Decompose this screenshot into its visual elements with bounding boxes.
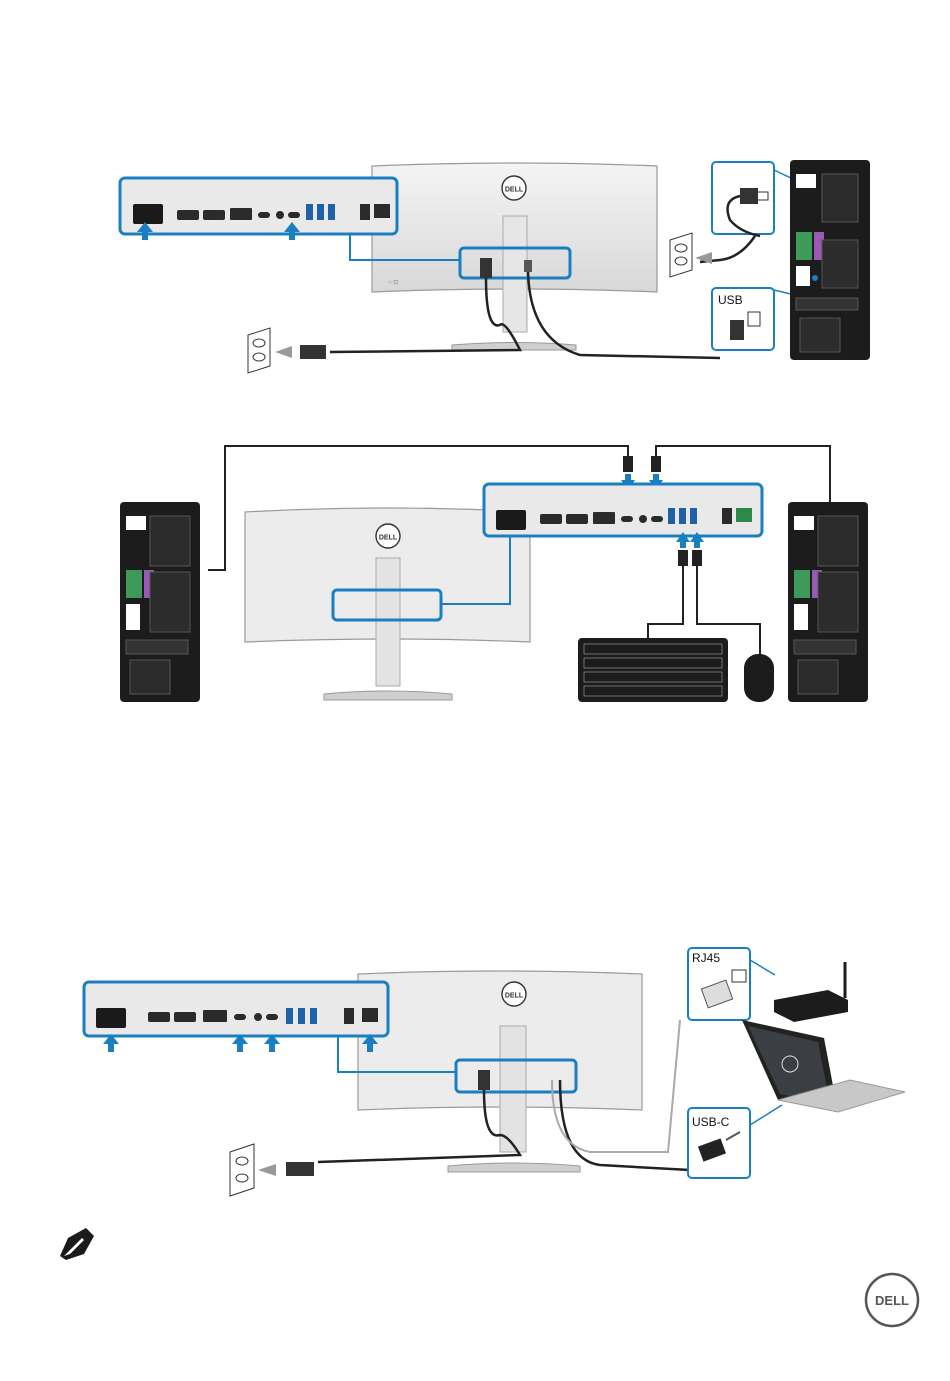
usb-c-rj45-diagram: DELL RJ45 <box>0 930 950 1210</box>
rj45-callout-label: RJ45 <box>692 951 720 965</box>
pc-usb-callout: USB <box>712 288 795 350</box>
pc-tower <box>790 160 870 360</box>
rj45-callout: RJ45 <box>688 948 775 1020</box>
power-plug-icon <box>478 1070 490 1090</box>
wall-outlet-icon <box>230 1144 254 1196</box>
usbc-callout: USB-C <box>688 1105 782 1178</box>
svg-text:DELL: DELL <box>379 535 398 542</box>
monitor-port-panel <box>84 982 388 1036</box>
wall-outlet-icon <box>248 328 270 373</box>
mouse <box>744 654 774 702</box>
pc-tower-left <box>120 502 200 702</box>
monitor-port-panel <box>484 484 762 536</box>
kvm-diagram: DELL <box>0 432 950 712</box>
svg-text:○ ⊡: ○ ⊡ <box>388 280 398 286</box>
svg-text:DELL: DELL <box>505 993 524 1000</box>
wall-outlet-icon <box>670 233 692 277</box>
dell-logo-text: DELL <box>875 1293 909 1308</box>
note-pencil-icon <box>58 1226 98 1260</box>
usbc-callout-label: USB-C <box>692 1115 730 1129</box>
pc-tower-right <box>788 502 868 702</box>
usb-callout-label: USB <box>718 293 743 307</box>
monitor-port-panel <box>120 178 397 234</box>
keyboard <box>578 638 728 702</box>
pc-power-callout <box>712 162 795 236</box>
power-plug-icon <box>480 258 492 278</box>
usb-upstream-diagram: DELL ○ ⊡ <box>0 140 950 380</box>
usb-plug-icon <box>524 260 532 272</box>
network-router <box>774 962 848 1022</box>
laptop <box>742 1020 905 1112</box>
svg-text:DELL: DELL <box>505 187 524 194</box>
monitor-rear: DELL ○ ⊡ <box>372 163 657 350</box>
dell-logo: DELL <box>864 1272 920 1328</box>
